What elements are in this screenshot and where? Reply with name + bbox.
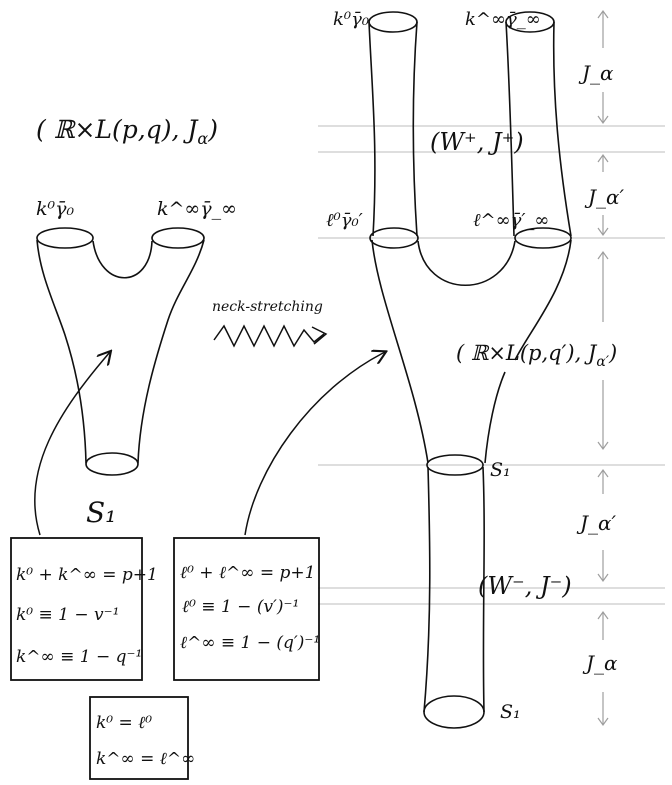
left-title: ( ℝ×L(p,q), Jα)	[36, 115, 218, 148]
arrow-to-left-surface	[34, 352, 110, 536]
right-mid-right-label: ( ℝ×L(p,q′), Jα′)	[456, 341, 617, 370]
right-building-surface	[368, 11, 572, 729]
box-l-equations	[173, 537, 320, 681]
s1-bottom-label: S₁	[500, 701, 521, 723]
squiggle	[213, 324, 325, 348]
right-pants-inner	[417, 240, 516, 286]
right-bottom-ellipse	[423, 695, 485, 729]
scale-arrowhead	[597, 441, 609, 451]
scale-arrowhead	[597, 153, 609, 163]
box1-line: k⁰ + k^∞ = p+1	[16, 565, 158, 585]
left-inner-curve	[92, 240, 153, 279]
level-lines	[318, 125, 665, 605]
left-top-ellipse-a	[36, 227, 94, 249]
right-mid-label-b: ℓ^∞γ̄′_∞	[473, 210, 549, 231]
scale-label: J_α	[582, 651, 618, 675]
scale-label: J_α′	[576, 511, 617, 535]
right-mid-ellipse-b	[514, 227, 572, 249]
scale-arrowhead	[597, 227, 609, 237]
box2-line: ℓ^∞ ≡ 1 − (q′)⁻¹	[180, 633, 320, 653]
left-bottom-label: S₁	[86, 496, 116, 529]
right-top-ellipse-a	[368, 11, 418, 33]
s1-mid-label: S₁	[490, 459, 511, 481]
right-cyl-a-left	[368, 21, 376, 237]
arrow-to-right-surface	[244, 352, 385, 536]
right-cyl-b-left	[505, 21, 515, 237]
right-mid-ellipse-a	[369, 227, 419, 249]
scale-arrowhead	[597, 610, 609, 620]
box-k-equations	[10, 537, 143, 681]
neck-label: neck-stretching	[212, 299, 323, 315]
scale-arrowhead	[597, 250, 609, 260]
scale-label: J_α	[578, 61, 614, 85]
right-pants-outer-a	[371, 239, 429, 464]
neck-stretching-arrow	[213, 324, 328, 348]
right-cyl-b-right	[552, 21, 572, 237]
left-outer-curve-a	[36, 239, 87, 464]
left-pants-surface	[36, 227, 205, 476]
left-top-label-b: k^∞γ̄_∞	[157, 198, 237, 220]
squiggle-head	[311, 326, 328, 345]
left-outer-curve-b	[137, 239, 205, 464]
right-lower-cyl-right	[482, 466, 485, 713]
scale-arrowhead	[597, 573, 609, 583]
left-top-ellipse-b	[151, 227, 205, 249]
scale-arrowhead	[597, 717, 609, 727]
box-k-equals-l	[89, 696, 189, 780]
right-mid-s1-ellipse	[426, 454, 484, 476]
right-mid-label-a: ℓ⁰γ̄₀′	[326, 210, 363, 231]
scale-label: J_α′	[584, 185, 625, 209]
box1-line: k^∞ ≡ 1 − q⁻¹	[16, 647, 142, 667]
left-bottom-ellipse	[85, 452, 139, 476]
box3-line: k^∞ = ℓ^∞	[96, 749, 195, 769]
w-minus-label: (W⁻, J⁻)	[478, 572, 572, 600]
equation-boxes	[10, 537, 320, 780]
right-pants-outer-b-lower	[484, 371, 506, 464]
box2-line: ℓ⁰ + ℓ^∞ = p+1	[180, 563, 315, 583]
height-scale	[597, 9, 609, 727]
w-plus-label: (W⁺, J⁺)	[430, 128, 524, 156]
pointer-arrows	[34, 352, 385, 536]
scale-arrowhead	[597, 9, 609, 19]
left-top-label-a: k⁰γ̄₀	[36, 198, 74, 220]
right-top-label-b: k^∞γ̄_∞	[465, 9, 541, 30]
right-lower-cyl-left	[423, 466, 431, 713]
right-cyl-a-right	[412, 21, 418, 237]
box3-line: k⁰ = ℓ⁰	[96, 713, 152, 733]
box2-line: ℓ⁰ ≡ 1 − (v′)⁻¹	[182, 597, 299, 617]
right-top-label-a: k⁰γ̄₀	[333, 9, 369, 30]
box1-line: k⁰ ≡ 1 − v⁻¹	[16, 605, 119, 625]
scale-arrowhead	[597, 468, 609, 478]
scale-arrowhead	[597, 115, 609, 125]
right-pants-outer-b	[514, 239, 572, 361]
